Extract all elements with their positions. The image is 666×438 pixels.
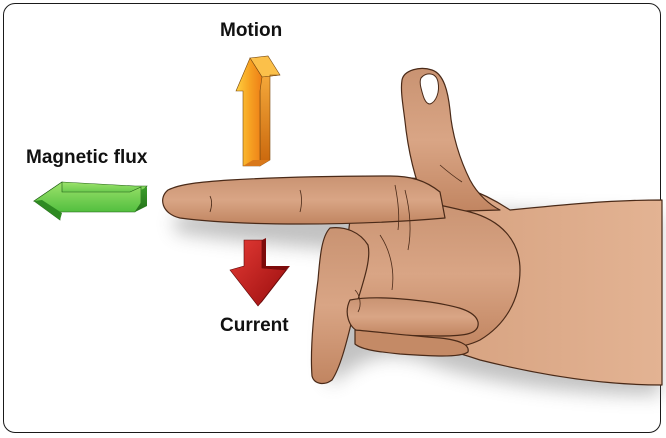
- hand-illustration: [162, 67, 663, 386]
- magnetic-flux-label: Magnetic flux: [26, 147, 148, 168]
- motion-label: Motion: [220, 20, 283, 41]
- magnetic-flux-arrow: [32, 181, 148, 221]
- motion-arrow: [235, 55, 281, 167]
- current-arrow: [229, 238, 290, 307]
- current-label: Current: [220, 315, 289, 336]
